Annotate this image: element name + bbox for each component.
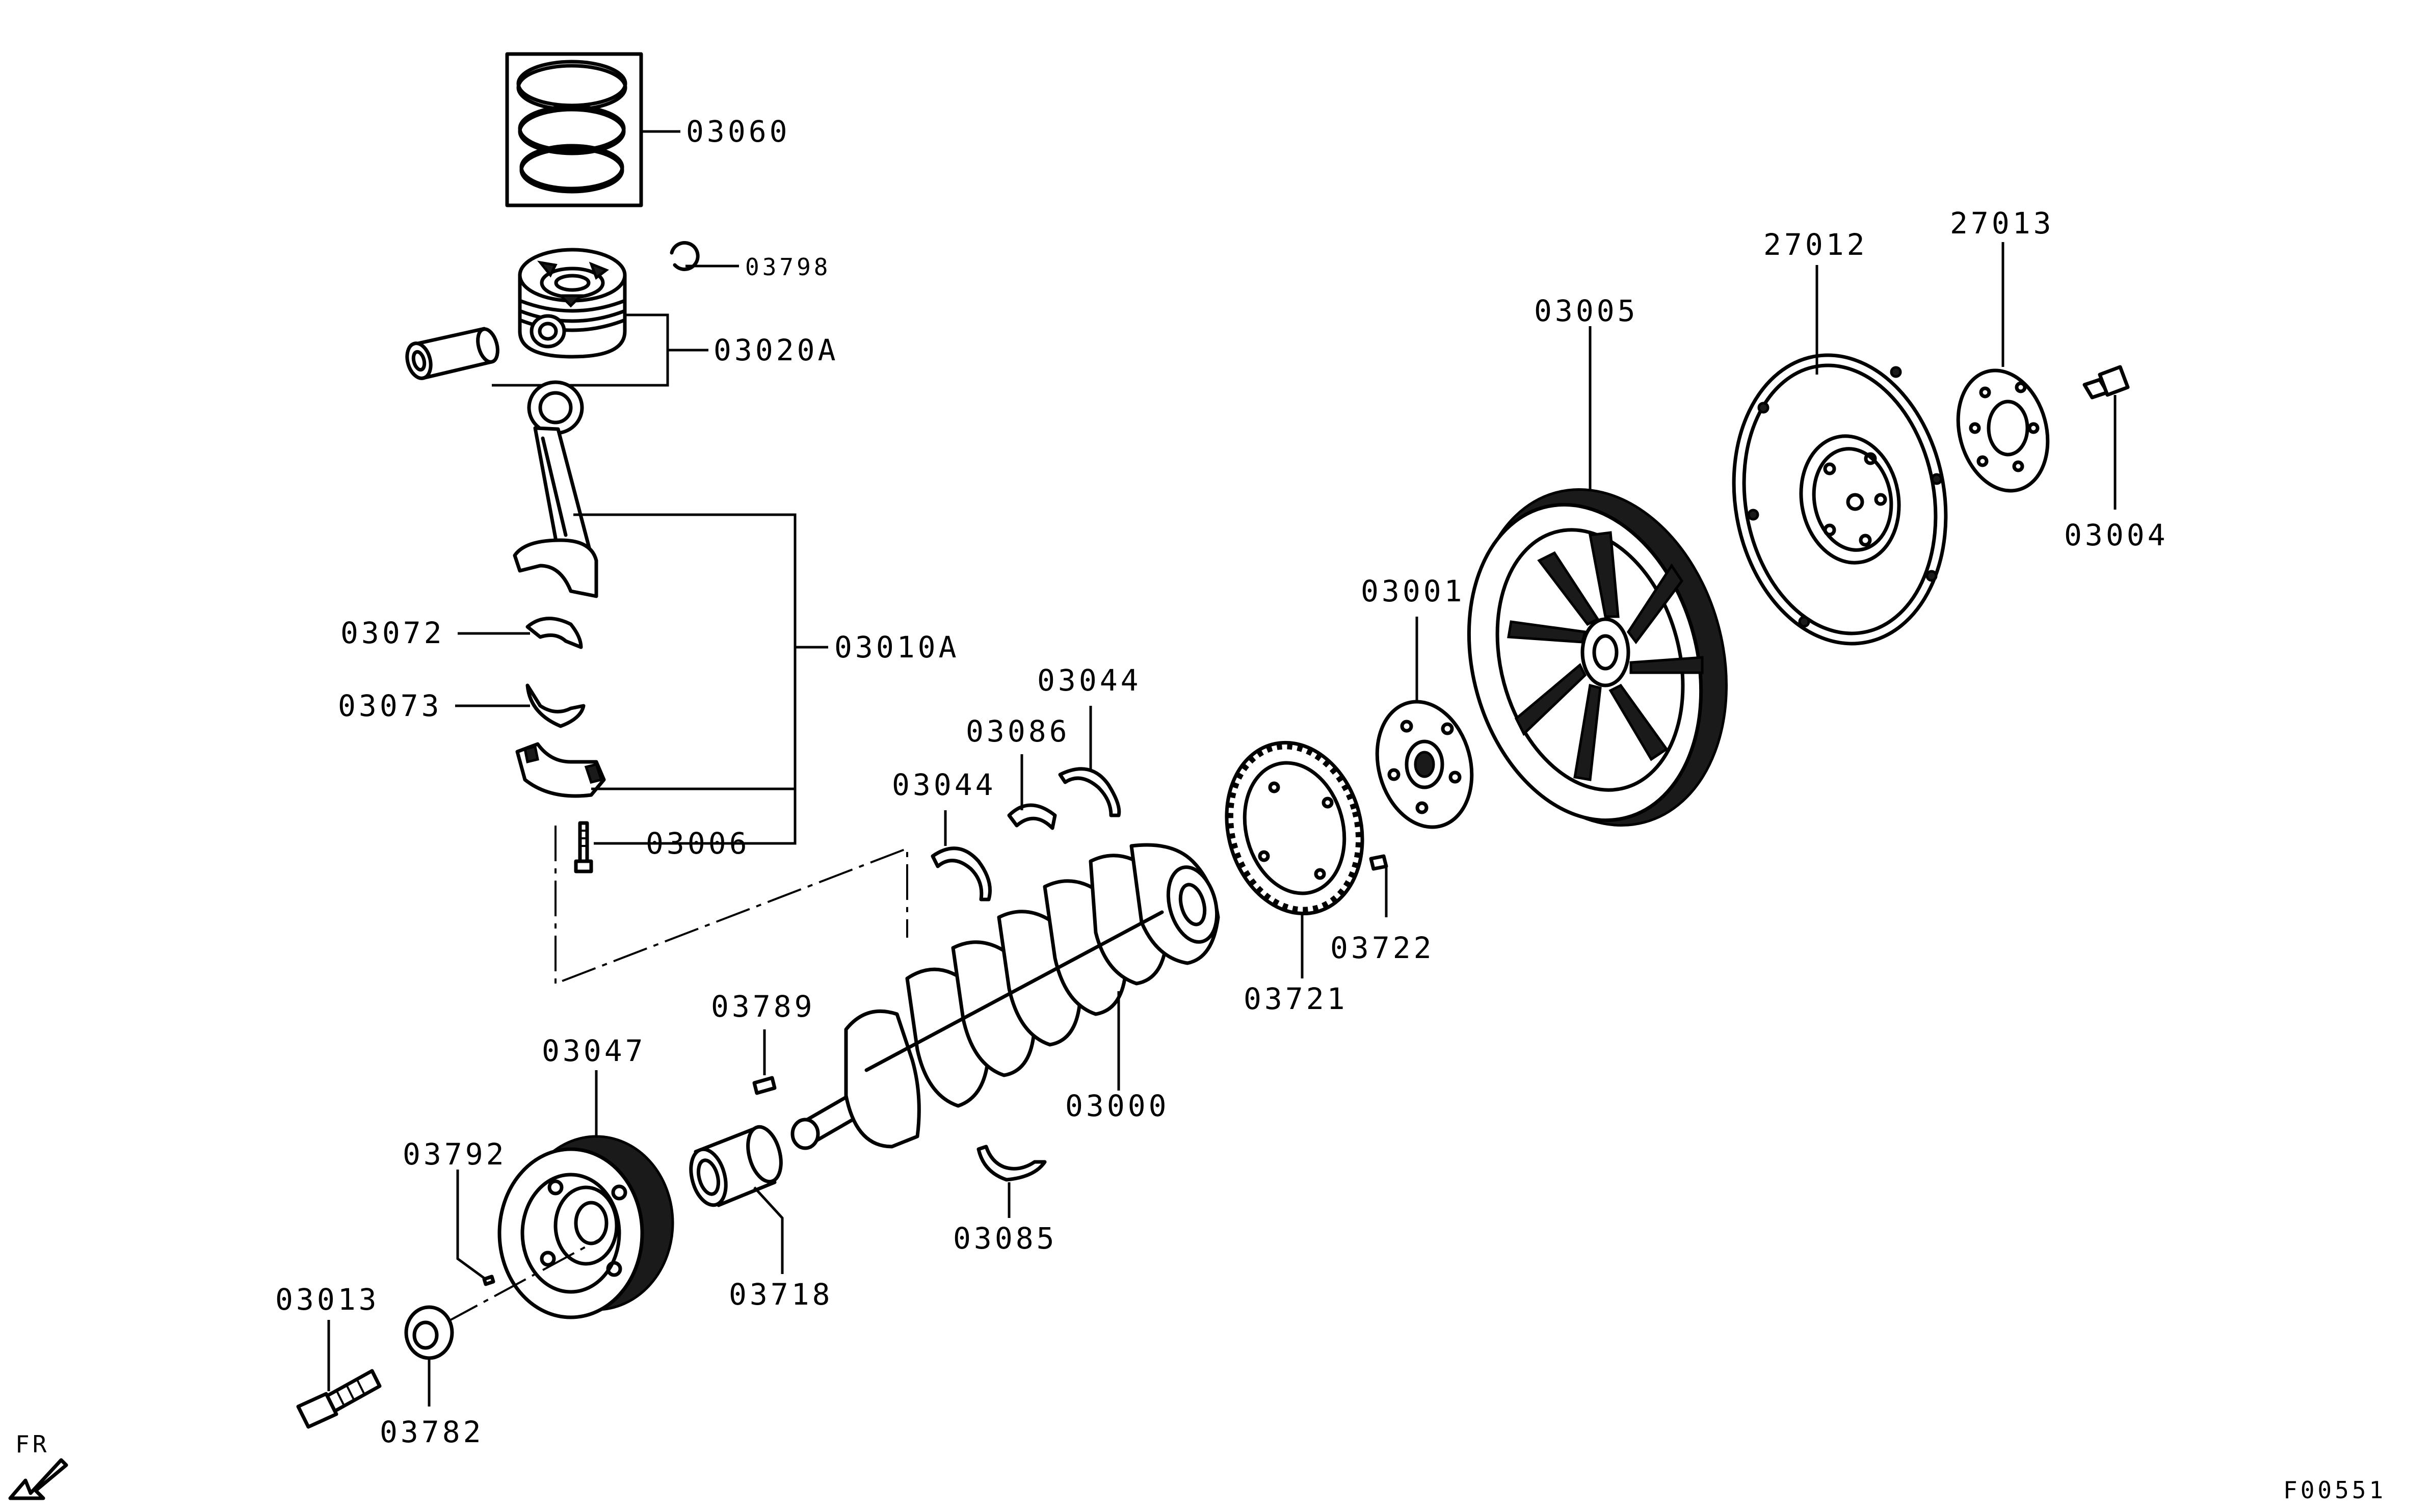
sensor-plate[interactable] [1208, 727, 1381, 929]
rod-bolt[interactable] [574, 821, 593, 873]
thrust-bearing-right[interactable] [1058, 767, 1121, 817]
piston-pin[interactable] [404, 327, 501, 381]
flywheel[interactable] [1435, 461, 1763, 854]
pulley-bolt[interactable] [296, 1369, 382, 1429]
flywheel-bolt[interactable] [2082, 365, 2130, 400]
thrust-bearing-left[interactable] [931, 846, 992, 901]
label-03020A: 03020A [714, 333, 839, 367]
dowel-pin[interactable] [1369, 854, 1388, 871]
label-03086: 03086 [966, 714, 1070, 749]
label-03782: 03782 [380, 1415, 484, 1449]
label-03060: 03060 [686, 114, 790, 149]
label-03047: 03047 [542, 1033, 646, 1068]
damper-pulley[interactable] [497, 1135, 674, 1319]
pulley-washer[interactable] [404, 1305, 454, 1360]
pulley-key[interactable] [482, 1275, 495, 1286]
label-03010A: 03010A [834, 630, 960, 665]
rod-cap[interactable] [515, 742, 606, 798]
main-bearing-upper[interactable] [1007, 803, 1057, 830]
label-03073: 03073 [338, 688, 442, 723]
label-03044-right: 03044 [1037, 663, 1142, 698]
label-03013: 03013 [275, 1282, 380, 1317]
label-03792: 03792 [403, 1137, 507, 1172]
direction-label: FR [15, 1430, 49, 1458]
crankshaft[interactable] [790, 843, 1225, 1150]
label-03798: 03798 [745, 253, 831, 281]
label-03789: 03789 [711, 989, 815, 1024]
adapter-plate[interactable] [1364, 691, 1486, 838]
label-03721: 03721 [1244, 982, 1348, 1016]
label-03004: 03004 [2064, 518, 2169, 552]
label-03000: 03000 [1065, 1089, 1170, 1123]
connecting-rod[interactable] [513, 380, 598, 598]
label-03722: 03722 [1330, 931, 1435, 965]
main-bearing-lower[interactable] [976, 1145, 1047, 1182]
snap-ring[interactable] [670, 241, 700, 271]
label-03072: 03072 [340, 616, 445, 650]
label-03006: 03006 [646, 826, 750, 861]
label-03005: 03005 [1534, 294, 1639, 328]
label-03001: 03001 [1361, 574, 1465, 608]
front-direction-arrow-icon [8, 1458, 68, 1500]
label-03085: 03085 [953, 1221, 1058, 1256]
piston-ring-set[interactable] [505, 52, 643, 207]
diagram-code: F00551 [2283, 1476, 2386, 1504]
label-27012: 27012 [1763, 227, 1868, 262]
label-27013: 27013 [1950, 206, 2054, 241]
lower-rod-bearing[interactable] [525, 683, 586, 728]
label-03044-left: 03044 [892, 767, 996, 802]
piston[interactable] [518, 248, 627, 359]
drive-plate[interactable] [1712, 338, 1968, 661]
label-03718: 03718 [729, 1277, 833, 1312]
crankshaft-sprocket[interactable] [685, 1123, 787, 1209]
upper-rod-bearing[interactable] [525, 617, 583, 649]
drive-plate-adapter[interactable] [1945, 360, 2061, 501]
woodruff-key[interactable] [752, 1076, 777, 1095]
